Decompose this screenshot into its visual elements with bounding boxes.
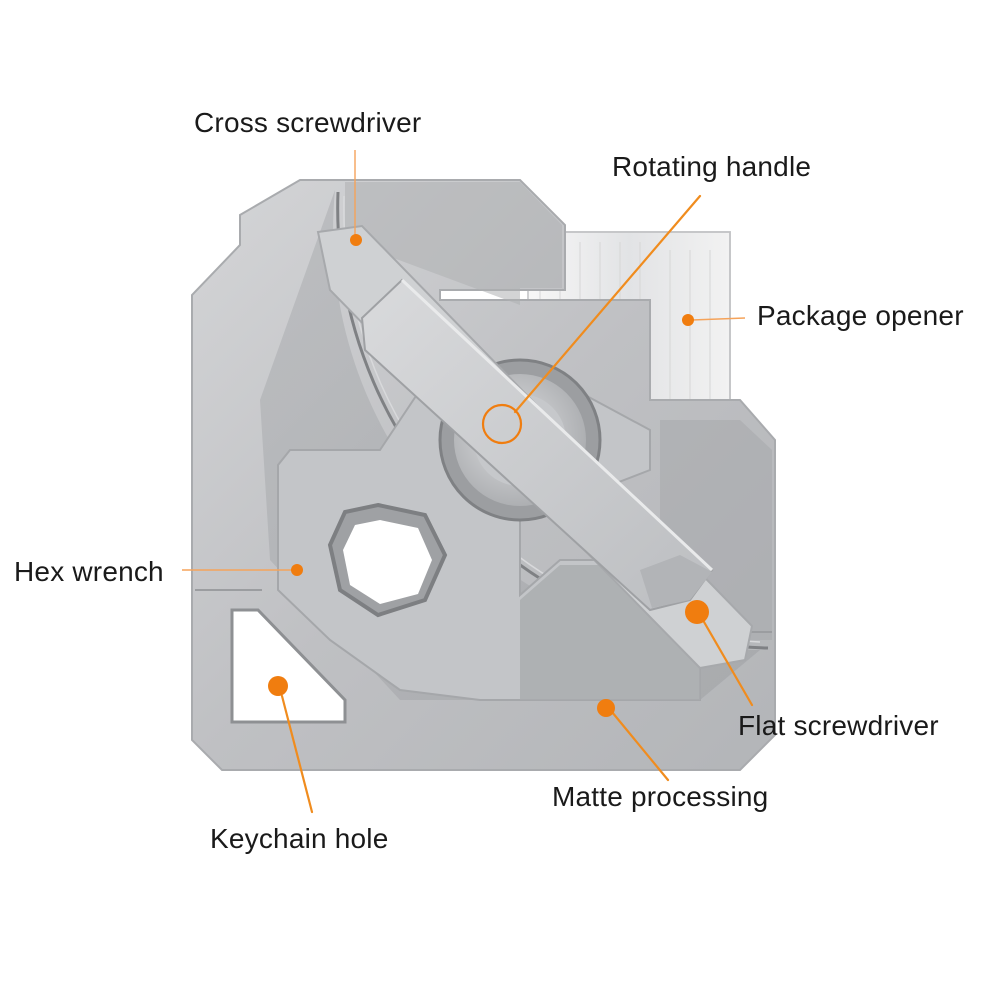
marker-keychain-hole (268, 676, 288, 696)
keychain-hole-cutout (230, 608, 347, 724)
callout-rotating-handle: Rotating handle (481, 151, 811, 445)
callout-hex-wrench: Hex wrench (14, 556, 303, 587)
label-matte-processing: Matte processing (552, 781, 768, 812)
label-package-opener: Package opener (757, 300, 964, 331)
marker-hex-wrench (291, 564, 303, 576)
multitool-illustration (191, 179, 776, 771)
marker-flat-screwdriver (685, 600, 709, 624)
label-cross-screwdriver: Cross screwdriver (194, 107, 421, 138)
label-flat-screwdriver: Flat screwdriver (738, 710, 939, 741)
callout-matte-processing: Matte processing (552, 699, 768, 812)
callout-flat-screwdriver: Flat screwdriver (685, 600, 939, 741)
label-hex-wrench: Hex wrench (14, 556, 164, 587)
callout-cross-screwdriver: Cross screwdriver (194, 107, 421, 246)
marker-cross-screwdriver (350, 234, 362, 246)
marker-matte-processing (597, 699, 615, 717)
label-keychain-hole: Keychain hole (210, 823, 389, 854)
callout-keychain-hole: Keychain hole (210, 676, 389, 854)
marker-package-opener (682, 314, 694, 326)
marker-rotating-handle (481, 403, 523, 445)
callout-package-opener: Package opener (682, 300, 964, 331)
label-rotating-handle: Rotating handle (612, 151, 811, 182)
rotating-handle-bar (316, 224, 754, 670)
